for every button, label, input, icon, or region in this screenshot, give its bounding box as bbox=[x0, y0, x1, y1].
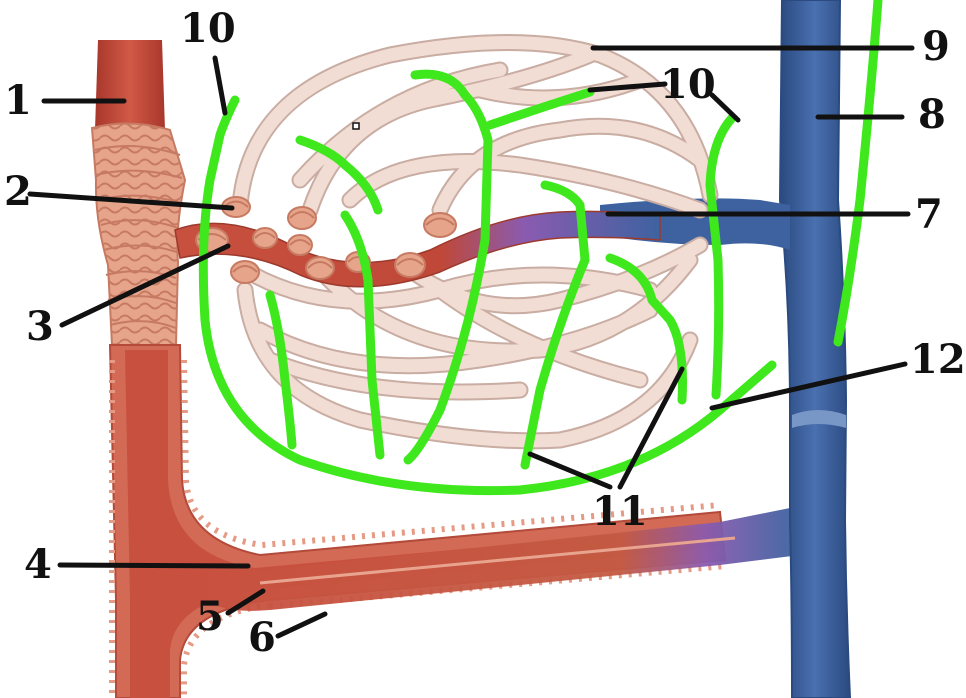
label-4: 4 bbox=[24, 541, 52, 588]
precapillary-sphincter bbox=[231, 261, 259, 283]
precapillary-sphincter bbox=[424, 213, 456, 237]
arteriole bbox=[92, 40, 185, 345]
label-6: 6 bbox=[248, 614, 276, 661]
precapillary-sphincter bbox=[306, 257, 334, 279]
label-11: 11 bbox=[592, 488, 648, 535]
label-12: 12 bbox=[910, 336, 966, 383]
label-10-left: 10 bbox=[180, 5, 236, 52]
label-5: 5 bbox=[196, 593, 224, 640]
label-1: 1 bbox=[4, 77, 32, 124]
label-10-right: 10 bbox=[660, 61, 716, 108]
small-marker-square bbox=[353, 123, 359, 129]
label-7: 7 bbox=[915, 191, 943, 238]
precapillary-sphincter bbox=[395, 253, 425, 277]
label-8: 8 bbox=[918, 91, 946, 138]
precapillary-sphincter bbox=[288, 235, 312, 255]
label-9: 9 bbox=[922, 23, 950, 70]
label-3: 3 bbox=[26, 303, 54, 350]
precapillary-sphincter bbox=[288, 207, 316, 229]
precapillary-sphincter bbox=[253, 228, 277, 248]
arteriole-smooth-muscle bbox=[92, 123, 185, 345]
label-2: 2 bbox=[4, 168, 32, 215]
arteriole-lumen bbox=[95, 40, 165, 130]
